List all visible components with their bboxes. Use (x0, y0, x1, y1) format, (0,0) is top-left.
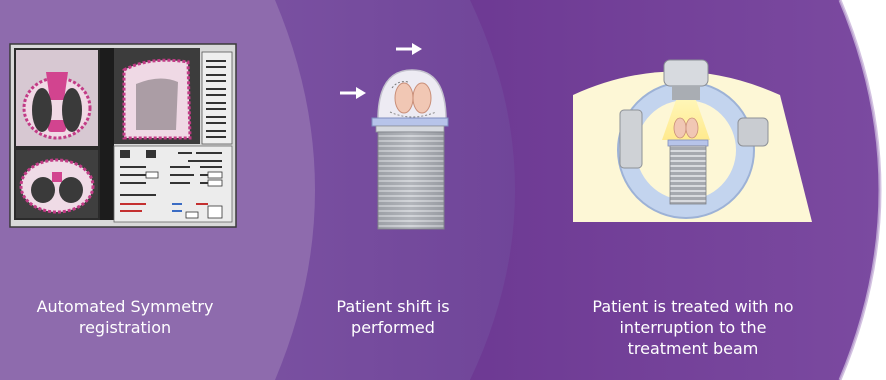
caption-line: Patient is treated with no (592, 297, 794, 316)
right-arrow-icon (340, 87, 366, 99)
caption-line: Patient shift is (336, 297, 450, 316)
step-1-caption: Automated Symmetry registration (20, 296, 230, 338)
caption-line: Automated Symmetry (36, 297, 214, 316)
caption-line: interruption to the (619, 318, 767, 337)
caption-line: performed (351, 318, 435, 337)
treatment-machine-illustration (573, 59, 812, 222)
patient-shift-illustration (340, 43, 449, 230)
registration-screen (9, 43, 237, 228)
right-arrow-icon (396, 43, 422, 55)
step-3-caption: Patient is treated with no interruption … (568, 296, 818, 359)
step-2-caption: Patient shift is performed (318, 296, 468, 338)
panel-3-edge (838, 0, 882, 380)
caption-line: registration (78, 318, 172, 337)
caption-line: treatment beam (627, 339, 759, 358)
